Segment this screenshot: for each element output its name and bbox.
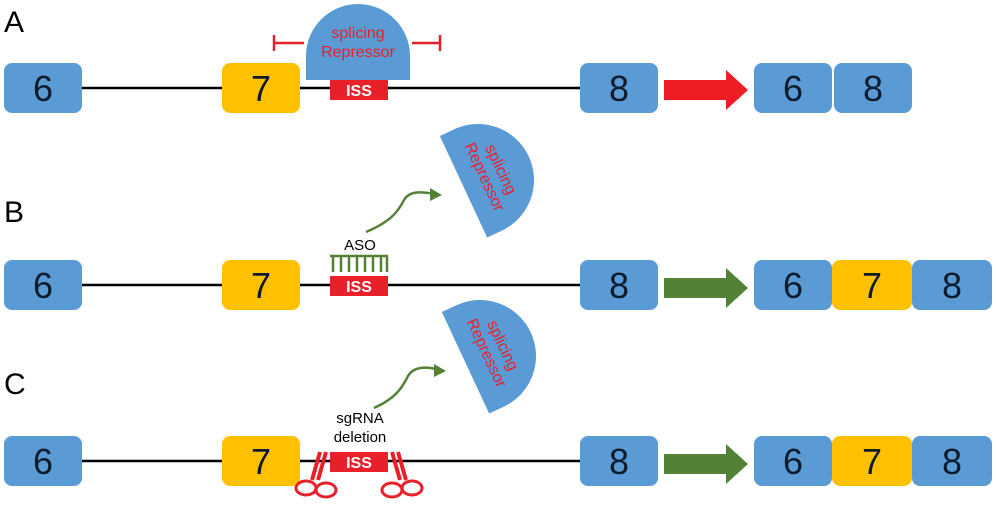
- release-curve: [373, 366, 441, 410]
- exon-6-label: 6: [33, 441, 53, 482]
- exon-7-label: 7: [251, 68, 271, 109]
- iss-element: [330, 452, 388, 472]
- exon-7: [222, 63, 300, 113]
- exon-6-label: 6: [33, 265, 53, 306]
- iss-element: [330, 80, 388, 100]
- release-curve: [365, 191, 437, 234]
- product-exon-7: [832, 436, 912, 486]
- product-exon-7-label: 7: [862, 265, 882, 306]
- aso-label: ASO: [344, 237, 376, 254]
- product-exon-6: [754, 260, 832, 310]
- exon-7-label: 7: [251, 265, 271, 306]
- iss-label: ISS: [346, 455, 372, 472]
- product-exon-6-label: 6: [783, 68, 803, 109]
- panel-label-b: B: [4, 196, 25, 229]
- splicing-repressor-released: splicing Repressor: [441, 300, 536, 414]
- product-exon-6-label: 6: [783, 265, 803, 306]
- product-exon-7: [832, 260, 912, 310]
- result-arrow-green: [664, 444, 748, 484]
- exon-8-label: 8: [609, 68, 629, 109]
- release-arrowhead: [434, 364, 446, 377]
- iss-element: [330, 276, 388, 296]
- panel-label-c: C: [4, 368, 26, 401]
- exon-8: [580, 260, 658, 310]
- sgrna-label-1: sgRNA: [336, 410, 384, 427]
- repressor-text-2: Repressor: [321, 44, 395, 61]
- exon-8: [580, 436, 658, 486]
- product-exon-8-label: 8: [942, 441, 962, 482]
- panel-c: 6 7 8 ISS sgRNA deletion splicing Repres…: [4, 300, 992, 499]
- panel-a: 6 7 8 splicing Repressor ISS 6 8: [4, 4, 912, 113]
- panel-label-a: A: [4, 6, 25, 39]
- panel-b: 6 7 8 ISS ASO splicing Repressor 6 7 8: [4, 124, 992, 310]
- splicing-repressor: [306, 4, 410, 80]
- product-exon-8: [834, 63, 912, 113]
- exon-6: [4, 260, 82, 310]
- exon-7: [222, 260, 300, 310]
- exon-7-label: 7: [251, 441, 271, 482]
- product-exon-8-label: 8: [863, 68, 883, 109]
- product-exon-6-label: 6: [783, 441, 803, 482]
- product-exon-7-label: 7: [862, 441, 882, 482]
- exon-7: [222, 436, 300, 486]
- exon-8: [580, 63, 658, 113]
- aso-oligo: [330, 254, 389, 272]
- product-exon-8: [912, 260, 992, 310]
- exon-8-label: 8: [609, 441, 629, 482]
- iss-label: ISS: [346, 279, 372, 296]
- block-bracket-left: [272, 35, 304, 51]
- repressor-text-1: splicing: [331, 25, 384, 42]
- release-arrowhead: [430, 188, 442, 201]
- block-bracket-right: [412, 35, 442, 51]
- splicing-repressor-released: splicing Repressor: [439, 124, 534, 238]
- result-arrow-green: [664, 268, 748, 308]
- product-exon-8: [912, 436, 992, 486]
- exon-6: [4, 436, 82, 486]
- sgrna-label-2: deletion: [334, 429, 387, 446]
- product-exon-8-label: 8: [942, 265, 962, 306]
- result-arrow-red: [664, 70, 748, 110]
- product-exon-6: [754, 63, 832, 113]
- iss-label: ISS: [346, 83, 372, 100]
- exon-6-label: 6: [33, 68, 53, 109]
- product-exon-6: [754, 436, 832, 486]
- exon-8-label: 8: [609, 265, 629, 306]
- exon-6: [4, 63, 82, 113]
